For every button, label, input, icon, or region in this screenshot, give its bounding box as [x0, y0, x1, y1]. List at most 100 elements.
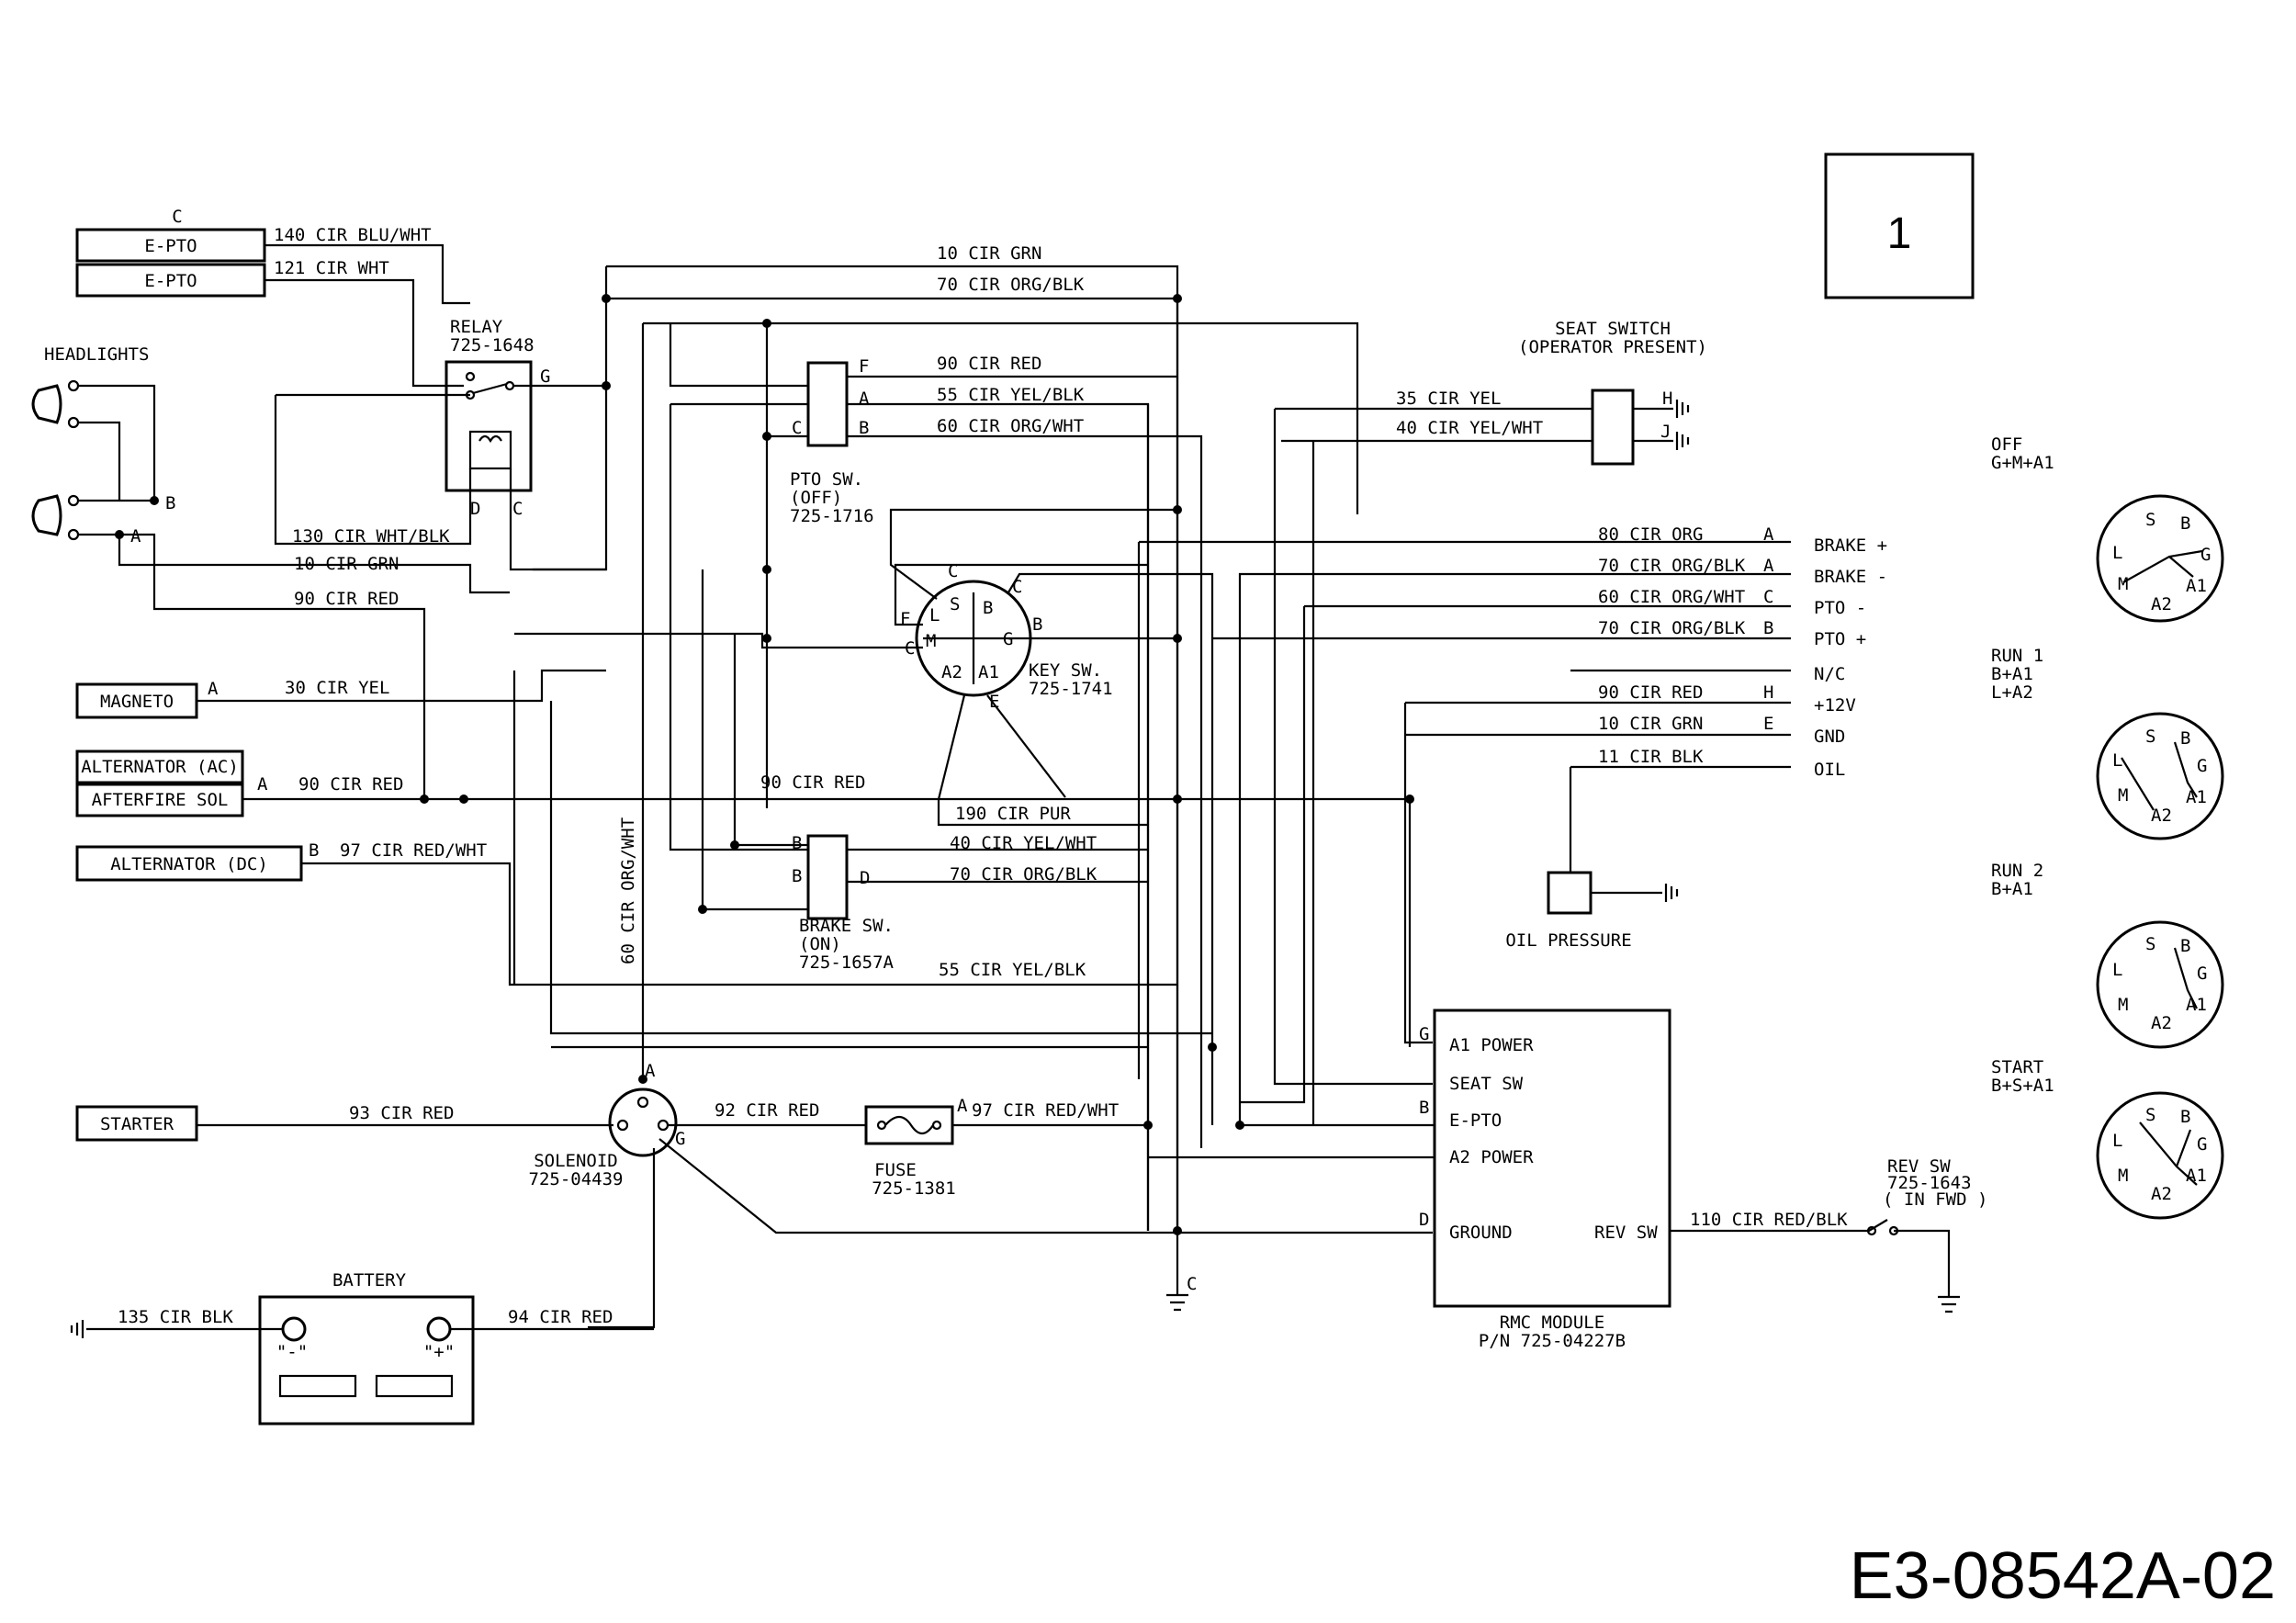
battery-neg-label: "-" — [276, 1342, 308, 1362]
st-a2: A2 — [2151, 1184, 2172, 1204]
st-a1: A1 — [2186, 1166, 2207, 1186]
rmc-pin-b: B — [1419, 1098, 1429, 1118]
brake-label-3: 725-1657A — [799, 952, 895, 973]
off-a2: A2 — [2151, 594, 2172, 614]
conn-func-7: OIL — [1814, 760, 1845, 780]
rmc-seat-label: SEAT SW — [1449, 1074, 1524, 1094]
relay-label: RELAY — [450, 317, 503, 337]
brake-pin-b2: B — [792, 866, 802, 886]
fuse-pn: 725-1381 — [872, 1178, 956, 1199]
fuse-pin-a: A — [957, 1096, 968, 1116]
pos-run1-circuit: B+A1 — [1991, 664, 2033, 684]
rmc-label-2: P/N 725-04227B — [1479, 1331, 1626, 1351]
key-position-run1: RUN 1 B+A1 L+A2 — [1991, 646, 2224, 840]
r2-a2: A2 — [2151, 1013, 2172, 1033]
off-a1: A1 — [2186, 576, 2207, 596]
alt-ac-label: ALTERNATOR (AC) — [81, 757, 239, 777]
rmc-a1-label: A1 POWER — [1449, 1035, 1534, 1055]
r1-m: M — [2118, 785, 2128, 806]
relay-pin-c: C — [512, 499, 523, 519]
page-number-box: 1 — [1824, 152, 1975, 299]
alt-ac-pin-a: A — [257, 774, 268, 795]
solenoid-pn: 725-04439 — [529, 1169, 624, 1189]
key-out-e: E — [989, 692, 999, 712]
key-pin-b: B — [983, 598, 993, 618]
pin-c-label: C — [172, 207, 182, 227]
r2-s: S — [2145, 934, 2155, 954]
rmc-pin-d: D — [1419, 1210, 1429, 1230]
key-pin-a1: A1 — [978, 662, 999, 682]
headlight-pin-a: A — [130, 526, 141, 547]
rev-switch: REV SW 725-1643 ( IN FWD ) — [1883, 1156, 1987, 1210]
conn-pin-2: C — [1763, 587, 1773, 607]
brake-pin-d: D — [860, 868, 870, 888]
key-out-b: B — [1032, 614, 1042, 635]
wire-label-97a: 97 CIR RED/WHT — [340, 840, 487, 861]
page-number: 1 — [1887, 209, 1912, 258]
pos-start-circuit: B+S+A1 — [1991, 1076, 2054, 1096]
conn-wire-6: 10 CIR GRN — [1598, 714, 1703, 734]
alt-dc-label: ALTERNATOR (DC) — [110, 854, 268, 874]
conn-wire-5: 90 CIR RED — [1598, 682, 1703, 703]
rmc-ground-label: GROUND — [1449, 1223, 1513, 1243]
rmc-a2-label: A2 POWER — [1449, 1147, 1534, 1167]
rmc-rev-label: REV SW — [1594, 1223, 1658, 1243]
r1-b: B — [2180, 728, 2190, 749]
wire-label-93: 93 CIR RED — [349, 1103, 454, 1123]
battery: BATTERY "-" "+" — [258, 1270, 475, 1426]
oil-pressure-sensor: OIL PRESSURE — [1505, 871, 1679, 951]
conn-pin-3: B — [1763, 618, 1773, 638]
rev-label-1: REV SW — [1887, 1156, 1951, 1177]
off-g: G — [2200, 545, 2211, 565]
wire-label-35: 35 CIR YEL — [1396, 389, 1501, 409]
brake-label-2: (ON) — [799, 934, 841, 954]
r1-a2: A2 — [2151, 806, 2172, 826]
r2-m: M — [2118, 995, 2128, 1015]
conn-func-3: PTO + — [1814, 629, 1866, 649]
relay-pn: 725-1648 — [450, 335, 535, 355]
wire-label-70a: 70 CIR ORG/BLK — [937, 275, 1085, 295]
wire-label-90c: 90 CIR RED — [298, 774, 403, 795]
st-l: L — [2112, 1131, 2122, 1151]
epto-label-2: E-PTO — [144, 271, 197, 291]
key-pin-s: S — [950, 594, 960, 614]
wire-label-92: 92 CIR RED — [715, 1100, 819, 1121]
wire-label-90d: 90 CIR RED — [760, 772, 865, 793]
r1-l: L — [2112, 750, 2122, 771]
r1-g: G — [2197, 756, 2207, 776]
conn-func-5: +12V — [1814, 695, 1856, 716]
r2-g: G — [2197, 964, 2207, 984]
conn-wire-2: 60 CIR ORG/WHT — [1598, 587, 1745, 607]
solenoid: A G SOLENOID 725-04439 — [529, 1061, 686, 1189]
seat-label-2: (OPERATOR PRESENT) — [1518, 337, 1707, 357]
magneto-label: MAGNETO — [100, 692, 174, 712]
pos-run1-name: RUN 1 — [1991, 646, 2043, 666]
relay: RELAY 725-1648 G D C — [445, 317, 550, 519]
pto-pin-b: B — [859, 418, 869, 438]
pto-pin-c: C — [792, 418, 802, 438]
wire-label-55b: 55 CIR YEL/BLK — [939, 960, 1086, 980]
wire-label-30: 30 CIR YEL — [285, 678, 389, 698]
rev-label-2: 725-1643 — [1887, 1173, 1972, 1193]
brake-pin-b1: B — [792, 833, 802, 853]
wire-label-10b: 10 CIR GRN — [294, 554, 399, 574]
off-s: S — [2145, 510, 2155, 530]
starter-label: STARTER — [100, 1114, 174, 1134]
pto-label-2: (OFF) — [790, 488, 842, 508]
fuse: FUSE 725-1381 A — [864, 1096, 968, 1199]
conn-pin-6: E — [1763, 714, 1773, 734]
oil-pressure-label: OIL PRESSURE — [1505, 930, 1631, 951]
pos-run2-name: RUN 2 — [1991, 861, 2043, 881]
alternator-dc: ALTERNATOR (DC) B — [75, 840, 319, 882]
ground-pin-c: C — [1187, 1274, 1197, 1294]
key-position-run2: RUN 2 B+A1 — [1991, 861, 2224, 1049]
rmc-pin-g: G — [1419, 1024, 1429, 1044]
brake-switch: B B D BRAKE SW. (ON) 725-1657A — [792, 833, 895, 973]
rev-label-3: ( IN FWD ) — [1883, 1189, 1987, 1210]
conn-func-6: GND — [1814, 727, 1845, 747]
st-g: G — [2197, 1134, 2207, 1155]
wire-label-70b: 70 CIR ORG/BLK — [950, 864, 1097, 885]
conn-pin-1: A — [1763, 556, 1774, 576]
pto-pin-a: A — [859, 389, 870, 409]
